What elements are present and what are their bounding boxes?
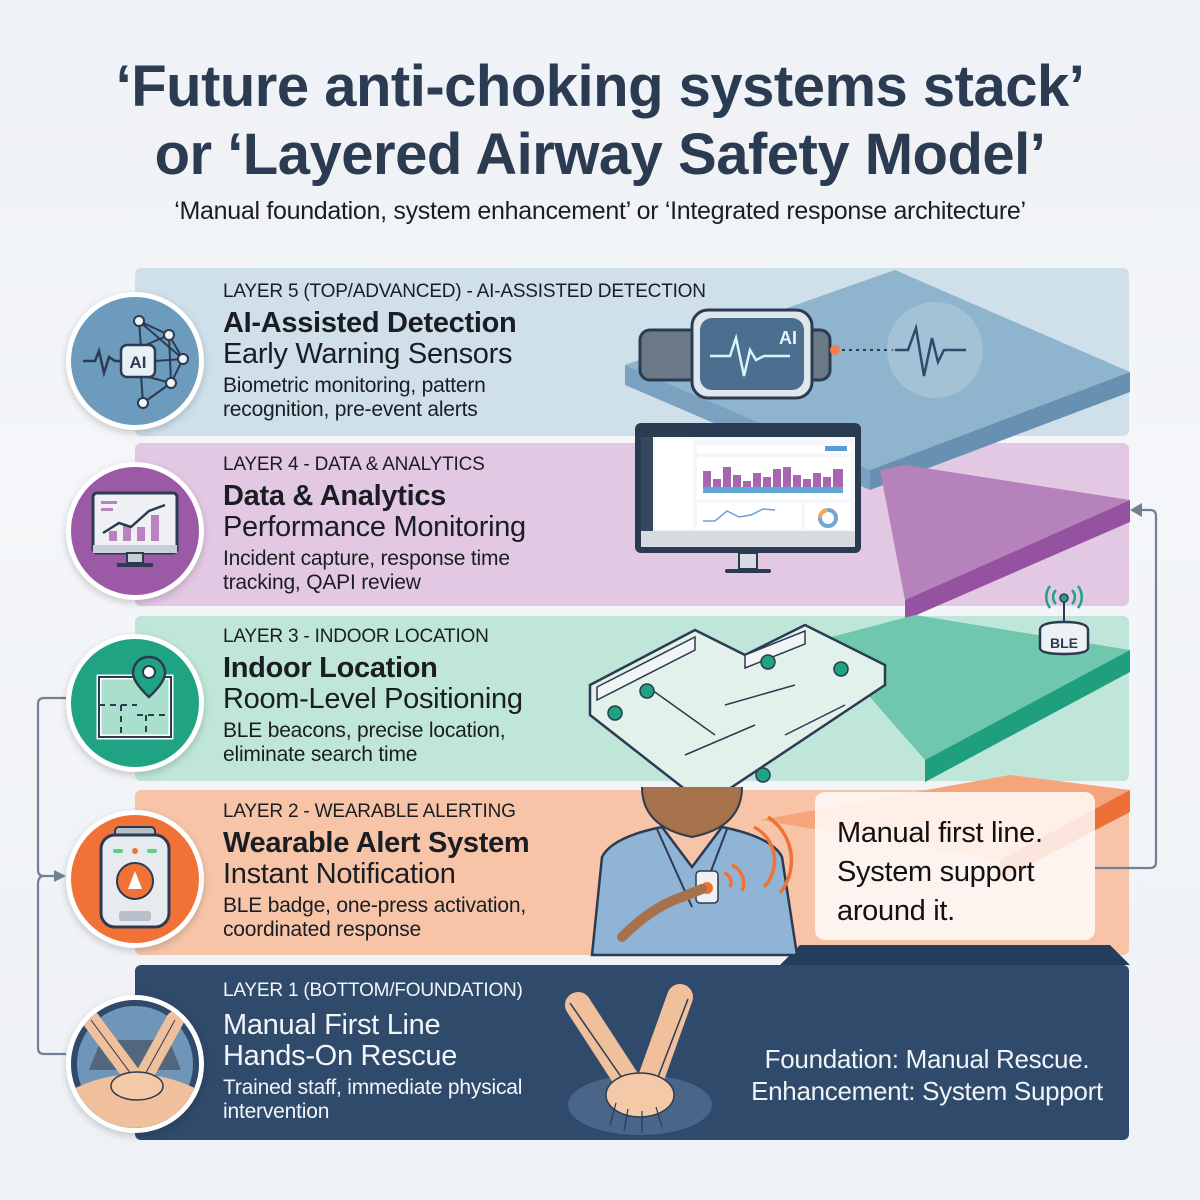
foundation-note-line-1: Foundation: Manual Rescue. — [764, 1044, 1090, 1074]
analytics-dashboard-monitor — [635, 423, 861, 573]
ble-beacon-label: BLE — [1050, 635, 1078, 651]
layer-5-description-line-1: Biometric monitoring, pattern — [223, 374, 486, 397]
right-arrowhead-icon — [1130, 503, 1142, 517]
layer-2-title: Wearable Alert System — [223, 827, 530, 859]
layer-3-title: Indoor Location — [223, 652, 438, 684]
subtitle: ‘Manual foundation, system enhancement’ … — [174, 197, 1026, 225]
title-line-1: ‘Future anti-choking systems stack’ — [115, 54, 1085, 119]
layer-1-plate-top — [780, 945, 1130, 965]
layer-5-plate-side — [870, 372, 1130, 490]
left-connector-bottom — [36, 874, 66, 1056]
layer-5-text: LAYER 5 (TOP/ADVANCED) - AI-ASSISTED DET… — [223, 281, 706, 422]
callout-line-1: Manual first line. — [837, 817, 1043, 849]
smartwatch-illustration: AI — [638, 302, 983, 400]
layer-5-icon: AI — [66, 292, 204, 430]
callout-box: Manual first line. System support around… — [815, 792, 1095, 940]
layer-3-icon — [66, 634, 204, 772]
layer-3-label: LAYER 3 - INDOOR LOCATION — [223, 626, 489, 647]
layer-3-description: BLE beacons, precise location, eliminate… — [223, 719, 523, 767]
layer-2-description-line-1: BLE badge, one-press activation, — [223, 894, 526, 917]
layer-2-description-line-2: coordinated response — [223, 918, 421, 941]
staff-pressing-badge-illustration — [590, 786, 799, 957]
foundation-note: Foundation: Manual Rescue. Enhancement: … — [732, 1043, 1122, 1107]
dashboard-bars — [703, 467, 843, 493]
layer-2-description: BLE badge, one-press activation, coordin… — [223, 894, 529, 942]
isometric-floorplan — [588, 623, 887, 807]
title-line-2: or ‘Layered Airway Safety Model’ — [154, 122, 1046, 187]
layer-3-description-line-1: BLE beacons, precise location, — [223, 719, 506, 742]
layer-2-icon — [66, 810, 204, 948]
layer-5-description-line-2: recognition, pre-event alerts — [223, 398, 478, 421]
layer-4-icon — [66, 462, 204, 600]
floorplan-pin-icon — [96, 655, 174, 740]
watch-ai-label: AI — [779, 328, 797, 348]
layer-1-text: LAYER 1 (BOTTOM/FOUNDATION) Manual First… — [223, 980, 523, 1124]
layer-2-label: LAYER 2 - WEARABLE ALERTING — [223, 801, 516, 822]
layer-1-description-line-1: Trained staff, immediate physical — [223, 1076, 523, 1099]
layer-1-label: LAYER 1 (BOTTOM/FOUNDATION) — [223, 980, 523, 1001]
layer-5-subtitle: Early Warning Sensors — [223, 338, 513, 370]
callout-line-3: around it. — [837, 895, 955, 927]
layer-3-description-line-2: eliminate search time — [223, 743, 418, 766]
foundation-note-line-2: Enhancement: System Support — [751, 1076, 1103, 1106]
layer-4-description-line-1: Incident capture, response time — [223, 547, 510, 570]
svg-text:AI: AI — [130, 353, 147, 372]
layer-4-label: LAYER 4 - DATA & ANALYTICS — [223, 454, 485, 475]
layer-3-plate-side — [925, 650, 1130, 782]
ai-network-icon: AI — [83, 315, 189, 409]
layer-5-description: Biometric monitoring, pattern recognitio… — [223, 374, 706, 422]
hands-on-rescue-illustration — [565, 984, 712, 1135]
layer-1-icon — [66, 995, 204, 1133]
layer-5-plate-top — [625, 270, 1130, 470]
layer-1-description: Trained staff, immediate physical interv… — [223, 1076, 523, 1124]
layer-1-title: Manual First Line — [223, 1009, 441, 1041]
callout-line-2: System support — [837, 856, 1035, 888]
monitor-chart-icon — [91, 491, 179, 567]
layer-4-text: LAYER 4 - DATA & ANALYTICS Data & Analyt… — [223, 454, 526, 595]
layer-4-description-line-2: tracking, QAPI review — [223, 571, 421, 594]
layer-1-description-line-2: intervention — [223, 1100, 330, 1123]
layer-3-subtitle: Room-Level Positioning — [223, 683, 523, 715]
ble-beacon-illustration: BLE — [1038, 585, 1090, 656]
left-arrowhead-icon — [54, 870, 66, 882]
layer-1-subtitle: Hands-On Rescue — [223, 1040, 458, 1072]
left-connector-top — [36, 696, 66, 878]
layer-5-title: AI-Assisted Detection — [223, 307, 517, 339]
right-connector — [1095, 508, 1158, 870]
layer-3-text: LAYER 3 - INDOOR LOCATION Indoor Locatio… — [223, 626, 523, 767]
layer-5-label: LAYER 5 (TOP/ADVANCED) - AI-ASSISTED DET… — [223, 281, 706, 302]
layer-4-plate-side — [905, 500, 1130, 620]
hands-compression-icon — [71, 1000, 199, 1128]
layer-4-subtitle: Performance Monitoring — [223, 511, 526, 543]
layer-4-title: Data & Analytics — [223, 480, 446, 512]
layer-2-subtitle: Instant Notification — [223, 858, 456, 890]
alert-badge-icon — [99, 826, 171, 929]
layer-4-description: Incident capture, response time tracking… — [223, 547, 526, 595]
layer-2-text: LAYER 2 - WEARABLE ALERTING Wearable Ale… — [223, 801, 530, 942]
layer-4-plate-top — [880, 465, 1130, 600]
ble-beacon-icons — [607, 654, 849, 783]
